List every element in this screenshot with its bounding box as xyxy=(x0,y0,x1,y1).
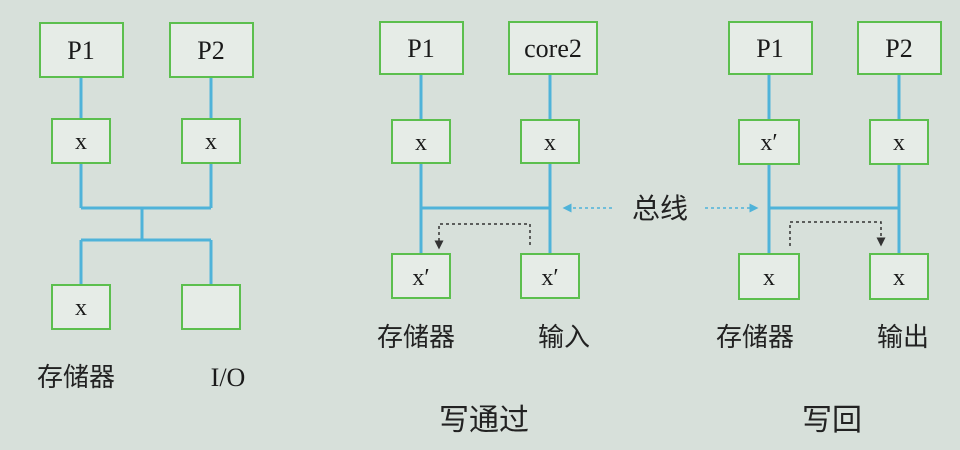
d2-cache1-box: x xyxy=(391,119,451,164)
d2-p1-box: P1 xyxy=(379,21,464,75)
d1-p2-box: P2 xyxy=(169,22,254,78)
d2-input-box: x′ xyxy=(520,253,580,299)
d3-write-back-arrow xyxy=(789,221,886,247)
bus-label-group: 总线 xyxy=(562,192,759,225)
d3-output-box: x xyxy=(869,253,929,300)
bus-label: 总线 xyxy=(632,192,688,225)
d3-p1-label: P1 xyxy=(756,34,783,63)
d1-io-box xyxy=(181,284,241,330)
diagram-1-bus-lines xyxy=(79,77,213,285)
d1-p2-label: P2 xyxy=(197,36,224,65)
diagram-3: P1 P2 x′ x x x 存储器 输出 写回 xyxy=(716,21,942,438)
d2-memory-value: x′ xyxy=(412,265,429,291)
d3-output-label: 输出 xyxy=(877,323,929,353)
d2-core2-box: core2 xyxy=(508,21,598,75)
d1-p1-label: P1 xyxy=(67,36,94,65)
d1-memory-box: x xyxy=(51,284,111,330)
d2-p1-label: P1 xyxy=(407,34,434,63)
diagram-1: P1 P2 x x x 存储器 I/O xyxy=(37,22,254,393)
d2-caption: 写通过 xyxy=(439,403,529,438)
d2-cache2-box: x xyxy=(520,119,580,164)
d2-memory-label: 存储器 xyxy=(377,323,455,353)
d2-cache1-label: x xyxy=(415,130,427,156)
d1-p1-box: P1 xyxy=(39,22,124,78)
d3-cache2-label: x xyxy=(893,130,905,156)
d2-write-through-arrow xyxy=(434,223,531,250)
d1-cache2-label: x xyxy=(205,129,217,155)
d3-memory-value: x xyxy=(763,265,775,291)
diagram-2-bus-lines xyxy=(419,74,552,254)
d2-core2-label: core2 xyxy=(524,34,582,63)
d2-cache2-label: x xyxy=(544,130,556,156)
diagram-2: P1 core2 x x x′ x′ 存储器 输入 写通过 xyxy=(377,21,598,438)
diagram-3-bus-lines xyxy=(767,74,901,254)
d2-input-label: 输入 xyxy=(538,323,590,353)
d1-io-label: I/O xyxy=(211,363,246,392)
d1-memory-value: x xyxy=(75,295,87,321)
d2-memory-box: x′ xyxy=(391,253,451,299)
d1-cache1-box: x xyxy=(51,118,111,164)
d3-p1-box: P1 xyxy=(728,21,813,75)
d3-p2-box: P2 xyxy=(857,21,942,75)
d3-cache1-label: x′ xyxy=(760,130,777,156)
d3-cache2-box: x xyxy=(869,119,929,165)
d3-memory-box: x xyxy=(738,253,800,300)
d3-p2-label: P2 xyxy=(885,34,912,63)
d3-output-value: x xyxy=(893,265,905,291)
d3-memory-label: 存储器 xyxy=(716,323,794,353)
d1-cache2-box: x xyxy=(181,118,241,164)
d2-input-value: x′ xyxy=(541,265,558,291)
d1-memory-label: 存储器 xyxy=(37,363,115,393)
d1-cache1-label: x xyxy=(75,129,87,155)
d3-caption: 写回 xyxy=(802,403,862,438)
d3-cache1-box: x′ xyxy=(738,119,800,165)
